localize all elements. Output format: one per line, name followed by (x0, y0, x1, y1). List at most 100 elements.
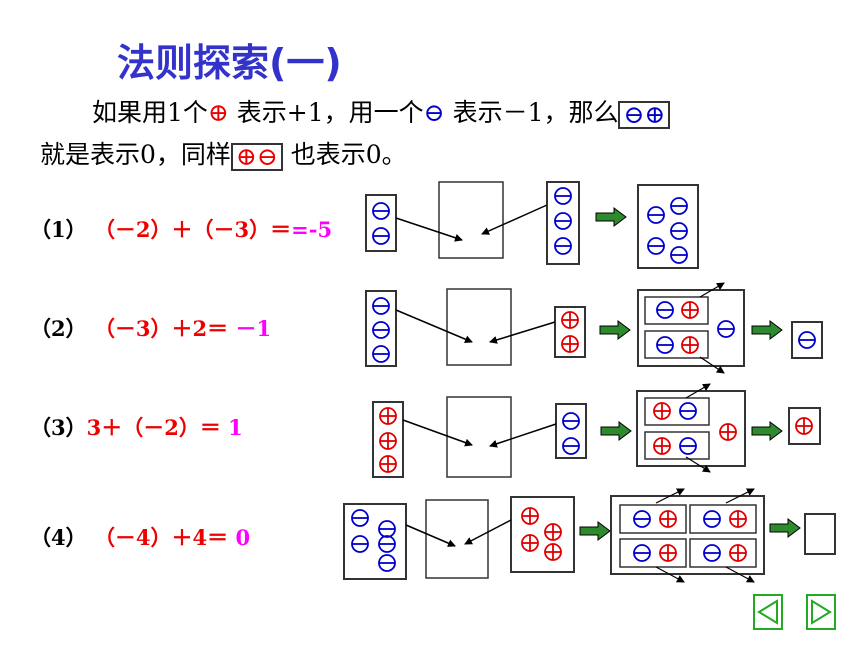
answer-box (804, 513, 836, 555)
plus-symbol: ⊕ (207, 98, 229, 127)
cancel-arrow (685, 383, 711, 399)
cancel-arrow (655, 488, 685, 504)
arrow-line (395, 309, 473, 343)
arrow-line (402, 419, 473, 447)
problem-expression: （－3）＋2＝ (93, 316, 229, 341)
diagram-row-3 (372, 383, 821, 478)
problem-result: =-5 (291, 217, 333, 242)
problem-result: －1 (235, 316, 272, 341)
next-button[interactable] (806, 594, 836, 630)
plus-counter-icon (561, 335, 579, 353)
diagram-row-4 (343, 488, 836, 583)
result-arrow-icon (769, 518, 801, 538)
plus-counter-icon (729, 544, 747, 562)
problem-number: （1） (30, 217, 87, 242)
minus-counter-icon (717, 320, 735, 338)
arrow-line (489, 423, 557, 448)
combine-box (438, 181, 504, 259)
cancel-arrow (699, 282, 725, 298)
intro-line-1: 如果用1个⊕ 表示+1，用一个⊖ 表示－1，那么⊖⊕ (92, 98, 671, 129)
minus-counter-icon (372, 202, 390, 220)
zero-pair-box: ⊕⊖ (230, 142, 283, 171)
plus-counter-icon (719, 423, 737, 441)
prev-button[interactable] (753, 594, 783, 630)
plus-counter-icon (795, 417, 813, 435)
problem-1: （1） （－2）＋（－3）＝=-5 (30, 214, 332, 244)
minus-counter-icon (351, 535, 369, 553)
minus-counter-icon (670, 197, 688, 215)
intro-text: 就是表示0，同样 (40, 140, 231, 169)
intro-line-2: 就是表示0，同样⊕⊖ 也表示0。 (40, 140, 407, 171)
cancel-arrow (699, 356, 725, 374)
minus-counter-icon (647, 237, 665, 255)
result-arrow-icon (599, 320, 631, 340)
left-triangle-icon (757, 599, 778, 625)
intro-text: 表示－1，那么 (444, 98, 619, 127)
minus-counter-icon (633, 510, 651, 528)
plus-counter-icon (653, 402, 671, 420)
minus-counter-icon (372, 345, 390, 363)
intro-text: 也表示0。 (282, 140, 407, 169)
plus-counter-icon (681, 336, 699, 354)
minus-counter-icon (554, 212, 572, 230)
cancel-arrow (685, 456, 711, 473)
plus-counter-icon (379, 407, 397, 425)
minus-counter-icon (798, 331, 816, 349)
intro-text: 如果用1个 (92, 98, 208, 127)
result-box (637, 184, 699, 269)
arrow-line (395, 217, 463, 242)
minus-counter-icon (703, 510, 721, 528)
zero-pair-box: ⊖⊕ (618, 100, 671, 129)
problem-result: 0 (235, 525, 251, 550)
minus-counter-icon (703, 544, 721, 562)
minus-counter-icon (633, 544, 651, 562)
plus-counter-icon (729, 510, 747, 528)
counter-box (365, 194, 397, 252)
combine-box (425, 499, 489, 579)
cancel-arrow (725, 566, 755, 583)
problem-4: （4） （－4）＋4＝ 0 (30, 522, 250, 552)
plus-counter-icon (544, 523, 562, 541)
minus-counter-icon (679, 437, 697, 455)
counter-symbols (351, 187, 816, 572)
plus-counter-icon (681, 301, 699, 319)
plus-counter-icon (521, 507, 539, 525)
combine-box (446, 396, 512, 478)
minus-counter-icon (554, 187, 572, 205)
counter-box (546, 181, 580, 265)
counter-box (510, 496, 575, 573)
minus-counter-icon (647, 206, 665, 224)
minus-counter-icon (372, 321, 390, 339)
cancel-arrow (655, 566, 685, 583)
diagram-row-2 (365, 282, 823, 374)
arrow-line (464, 519, 512, 545)
minus-counter-icon (378, 554, 396, 572)
minus-counter-icon (562, 412, 580, 430)
result-arrow-icon (600, 421, 632, 441)
plus-counter-icon (653, 437, 671, 455)
right-triangle-icon (811, 599, 832, 625)
arrow-line (481, 204, 548, 235)
minus-counter-icon (554, 237, 572, 255)
plus-counter-icon (521, 534, 539, 552)
problem-expression: （－2）＋（－3）＝ (93, 217, 292, 242)
minus-counter-icon (656, 301, 674, 319)
combine-box (446, 288, 512, 366)
page-title: 法则探索(一) (117, 41, 342, 85)
cancel-arrow (725, 488, 755, 504)
plus-counter-icon (659, 510, 677, 528)
counter-box (343, 503, 407, 580)
minus-counter-icon (670, 222, 688, 240)
arrow-line (489, 321, 556, 344)
problem-3: （3）3＋（－2）＝ 1 (30, 412, 243, 442)
problem-number: （3） (30, 415, 87, 440)
intro-text: 表示+1，用一个 (228, 98, 424, 127)
result-arrow-icon (595, 207, 627, 227)
problem-number: （4） (30, 525, 87, 550)
plus-counter-icon (379, 455, 397, 473)
plus-counter-icon (659, 544, 677, 562)
minus-counter-icon (378, 520, 396, 538)
problem-result: 1 (228, 415, 243, 440)
problem-expression: （－4）＋4＝ (93, 525, 229, 550)
